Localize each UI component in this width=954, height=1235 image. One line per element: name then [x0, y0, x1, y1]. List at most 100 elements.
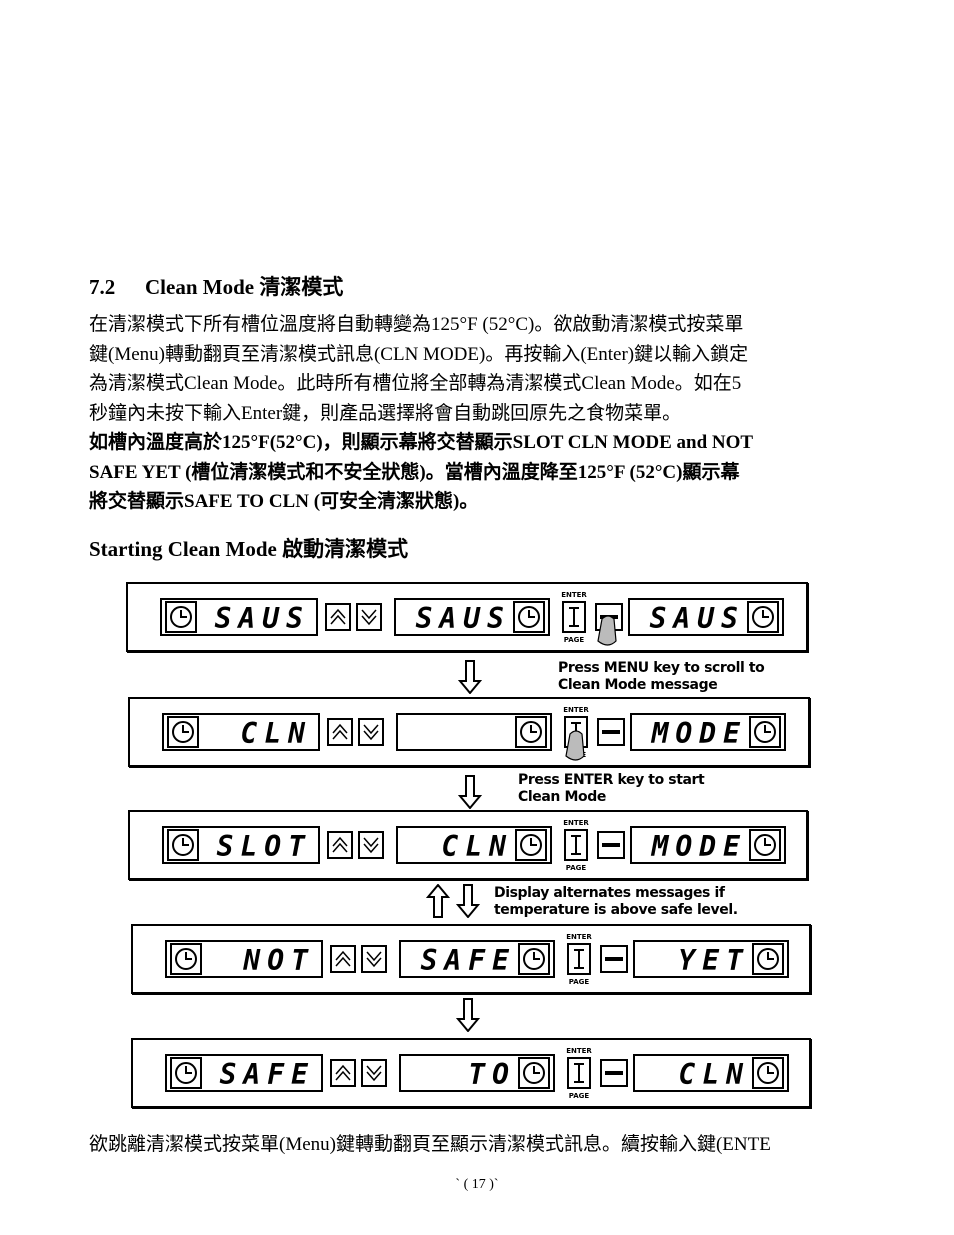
middle-display-text: CLN — [441, 830, 513, 863]
menu-key[interactable] — [600, 1059, 628, 1087]
bottom-paragraph-line: 欲跳離清潔模式按菜單(Menu)鍵轉動翻頁至顯示清潔模式訊息。續按輸入鍵(ENT… — [89, 1134, 771, 1155]
clock-icon — [518, 1057, 550, 1089]
clock-icon — [752, 943, 784, 975]
right-display-text: YET — [678, 944, 750, 977]
up-button[interactable] — [325, 603, 351, 631]
left-display-text: CLN — [240, 717, 312, 750]
clock-icon — [170, 1057, 202, 1089]
menu-key[interactable] — [600, 945, 628, 973]
left-display: NOT — [165, 940, 323, 978]
page-label: PAGE — [566, 864, 587, 872]
note-text: Display alternates messages if temperatu… — [494, 885, 738, 918]
enter-key[interactable]: ENTER PAGE — [566, 933, 592, 986]
clock-icon — [518, 943, 550, 975]
bold-line: 將交替顯示SAFE TO CLN (可安全清潔狀態)。 — [89, 491, 479, 512]
middle-display-text: TO — [468, 1058, 516, 1091]
down-button[interactable] — [358, 831, 384, 859]
control-panel: SLOT CLN ENTER PAGE MODE — [128, 810, 808, 880]
down-button[interactable] — [361, 945, 387, 973]
subsection-title: Starting Clean Mode 啟動清潔模式 — [89, 537, 409, 561]
right-display: YET — [633, 940, 789, 978]
right-display: SAUS — [628, 598, 784, 636]
clock-icon — [749, 716, 781, 748]
note-enter: Press ENTER key to start Clean Mode — [518, 772, 705, 806]
control-panel: SAFE TO ENTER PAGE CLN — [131, 1038, 811, 1108]
enter-label: ENTER — [563, 819, 589, 827]
down-arrow-icon — [456, 998, 480, 1032]
clock-icon — [167, 829, 199, 861]
middle-display: CLN — [396, 826, 552, 864]
enter-key[interactable]: ENTER PAGE — [561, 591, 587, 644]
enter-label: ENTER — [561, 591, 587, 599]
clock-icon — [747, 601, 779, 633]
pointing-finger-icon — [597, 615, 617, 646]
paragraph-line: 秒鐘內未按下輸入Enter鍵，則產品選擇將會自動跳回原先之食物菜單。 — [89, 402, 682, 424]
enter-label: ENTER — [563, 706, 589, 714]
right-display-text: MODE — [651, 717, 747, 750]
down-button[interactable] — [358, 718, 384, 746]
page-label: PAGE — [569, 978, 590, 986]
page-label: PAGE — [569, 1092, 590, 1100]
right-display: MODE — [630, 826, 786, 864]
clock-icon — [170, 943, 202, 975]
enter-key[interactable]: ENTER PAGE — [563, 819, 589, 872]
left-display: CLN — [162, 713, 320, 751]
clock-icon — [515, 716, 547, 748]
paragraph-line: 鍵(Menu)轉動翻頁至清潔模式訊息(CLN MODE)。再按輸入(Enter)… — [89, 343, 749, 365]
left-display-text: NOT — [242, 944, 315, 977]
section-heading: 7.2 Clean Mode 清潔模式 — [89, 271, 343, 301]
left-display-text: SAFE — [220, 1058, 315, 1091]
section-title: Clean Mode 清潔模式 — [145, 275, 344, 299]
enter-label: ENTER — [566, 1047, 592, 1055]
pointing-finger-icon — [565, 730, 585, 761]
body-paragraph: 在清潔模式下所有槽位溫度將自動轉變為125°F (52°C)。欲啟動清潔模式按菜… — [89, 310, 889, 517]
enter-key[interactable]: ENTER PAGE — [566, 1047, 592, 1100]
left-display: SAUS — [160, 598, 318, 636]
up-button[interactable] — [330, 1059, 356, 1087]
note-menu: Press MENU key to scroll to Clean Mode m… — [558, 660, 765, 694]
left-display-text: SLOT — [217, 830, 312, 863]
up-button[interactable] — [330, 945, 356, 973]
section-number: 7.2 — [89, 275, 116, 299]
paragraph-line: 在清潔模式下所有槽位溫度將自動轉變為125°F (52°C)。欲啟動清潔模式按菜… — [89, 314, 744, 335]
middle-display-text: SAFE — [421, 944, 516, 977]
bold-line: 如槽內溫度高於125°F(52°C)，則顯示幕將交替顯示SLOT CLN MOD… — [89, 432, 754, 453]
up-button[interactable] — [327, 718, 353, 746]
note-alternate: Display alternates messages if temperatu… — [494, 885, 738, 919]
clock-icon — [165, 601, 197, 633]
note-text: Press MENU key to scroll to Clean Mode m… — [558, 660, 765, 693]
enter-label: ENTER — [566, 933, 592, 941]
clock-icon — [515, 829, 547, 861]
right-display: CLN — [633, 1054, 789, 1092]
note-text: Press ENTER key to start Clean Mode — [518, 772, 705, 805]
middle-display: SAUS — [394, 598, 550, 636]
clock-icon — [752, 1057, 784, 1089]
clock-icon — [513, 601, 545, 633]
right-display-text: SAUS — [650, 602, 745, 635]
down-arrow-icon — [456, 884, 480, 918]
middle-display — [396, 713, 552, 751]
page-number: ` ( 17 )` — [455, 1177, 499, 1192]
left-display: SLOT — [162, 826, 320, 864]
up-arrow-icon — [426, 884, 450, 918]
left-display: SAFE — [165, 1054, 323, 1092]
right-display: MODE — [630, 713, 786, 751]
middle-display: SAFE — [399, 940, 555, 978]
middle-display-text: SAUS — [416, 602, 511, 635]
page-label: PAGE — [564, 636, 585, 644]
down-button[interactable] — [356, 603, 382, 631]
paragraph-line: 為清潔模式Clean Mode。此時所有槽位將全部轉為清潔模式Clean Mod… — [89, 373, 742, 394]
down-button[interactable] — [361, 1059, 387, 1087]
down-arrow-icon — [458, 775, 482, 809]
down-arrow-icon — [458, 660, 482, 694]
control-panel: SAUS SAUS ENTER PAGE SAUS — [126, 582, 808, 652]
menu-key[interactable] — [597, 831, 625, 859]
bold-line: SAFE YET (槽位清潔模式和不安全狀態)。當槽內溫度降至125°F (52… — [89, 461, 740, 483]
clock-icon — [749, 829, 781, 861]
up-button[interactable] — [327, 831, 353, 859]
middle-display: TO — [399, 1054, 555, 1092]
right-display-text: MODE — [651, 830, 747, 863]
menu-key[interactable] — [597, 718, 625, 746]
left-display-text: SAUS — [215, 602, 310, 635]
